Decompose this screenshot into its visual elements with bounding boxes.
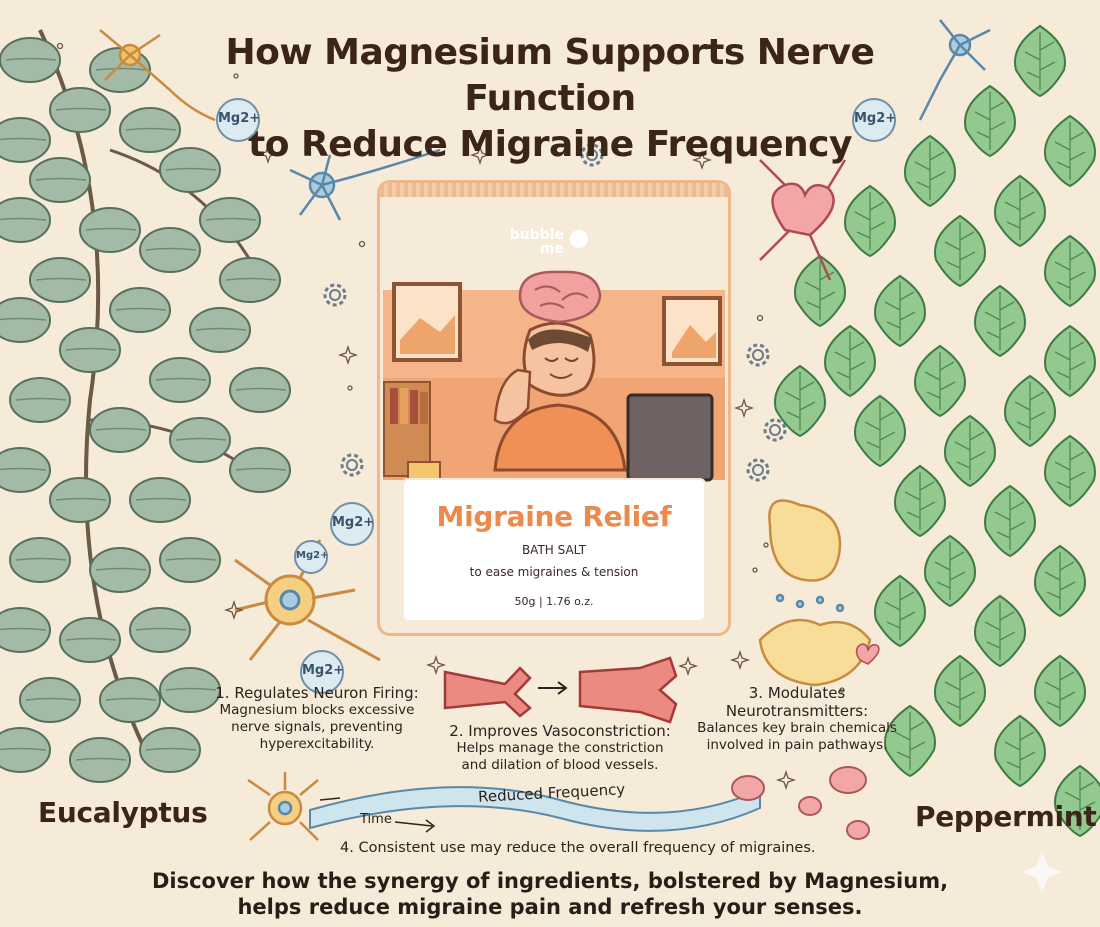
footer-line-2: helps reduce migraine pain and refresh y… <box>237 895 863 919</box>
gear-icon <box>746 458 770 482</box>
page-title: How Magnesium Supports Nerve Function to… <box>150 30 950 168</box>
neuron-icon <box>918 19 991 121</box>
footer-line-1: Discover how the synergy of ingredients,… <box>151 869 949 893</box>
product-name: Migraine Relief <box>436 500 672 533</box>
gear-icon <box>746 343 770 367</box>
brand-logo: bubble me <box>508 228 588 256</box>
magnesium-ion-icon: Mg2+ <box>330 502 374 546</box>
magnesium-ion-icon: Mg2+ <box>852 98 896 142</box>
heart-neuron-icon <box>759 159 847 281</box>
benefit-1-body-line: Magnesium blocks excessive <box>219 702 415 718</box>
eucalyptus-branch-icon <box>0 29 291 783</box>
benefit-2: 2. Improves Vasoconstriction: Helps mana… <box>440 722 680 774</box>
magnesium-ion-icon: Mg2+ <box>294 540 328 574</box>
product-label: Migraine Relief BATH SALT to ease migrai… <box>404 480 704 620</box>
brand-name: bubble me <box>509 227 564 257</box>
footer-tagline: Discover how the synergy of ingredients,… <box>150 868 950 920</box>
heart-icon <box>855 643 880 665</box>
benefit-2-body-line: and dilation of blood vessels. <box>461 757 659 773</box>
product-description: to ease migraines & tension <box>469 565 639 579</box>
time-label: Time <box>360 812 392 827</box>
sparkle-icon <box>1022 852 1062 892</box>
benefit-3-body-line: Balances key brain chemicals <box>697 720 897 736</box>
blood-vessel-icon <box>443 656 678 724</box>
product-packet <box>380 183 728 633</box>
magnesium-ion-icon: Mg2+ <box>300 650 344 694</box>
magnesium-ion-icon: Mg2+ <box>216 98 260 142</box>
arrow-icon <box>538 681 568 695</box>
benefit-1: 1. Regulates Neuron Firing: Magnesium bl… <box>212 684 422 753</box>
synapse-icon <box>758 499 872 687</box>
product-weight: 50g | 1.76 o.z. <box>514 595 594 608</box>
frequency-ribbon-icon <box>309 786 761 833</box>
product-type: BATH SALT <box>521 543 587 557</box>
benefit-3-heading-line: Neurotransmitters: <box>725 702 869 720</box>
brand-logo-icon <box>570 230 588 248</box>
benefit-3-body-line: involved in pain pathways. <box>706 737 888 753</box>
neuron-icon <box>247 772 319 841</box>
gear-icon <box>323 283 347 307</box>
benefit-3-heading-line: 3. Modulates <box>748 684 846 702</box>
benefit-2-body-line: Helps manage the constriction <box>456 740 664 756</box>
step-4-text: 4. Consistent use may reduce the overall… <box>340 840 816 856</box>
benefit-1-body-line: hyperexcitability. <box>259 736 375 752</box>
benefit-2-heading: 2. Improves Vasoconstriction: <box>449 722 671 740</box>
title-line-1: How Magnesium Supports Nerve Function <box>225 32 875 119</box>
eucalyptus-label: Eucalyptus <box>38 796 208 829</box>
title-line-2: to Reduce Migraine Frequency <box>248 124 852 165</box>
decorative-dots <box>56 42 845 693</box>
neuron-icon <box>99 29 216 122</box>
benefit-1-body-line: nerve signals, preventing <box>231 719 403 735</box>
gear-icon <box>340 453 364 477</box>
packet-illustration <box>383 270 725 482</box>
packet-seal <box>380 183 728 197</box>
benefit-1-heading: 1. Regulates Neuron Firing: <box>215 684 419 702</box>
brain-icon <box>731 766 870 840</box>
neuron-icon <box>289 148 441 221</box>
peppermint-label: Peppermint <box>915 800 1097 833</box>
benefit-3: 3. Modulates Neurotransmitters: Balances… <box>690 684 904 754</box>
gear-icon <box>763 418 787 442</box>
